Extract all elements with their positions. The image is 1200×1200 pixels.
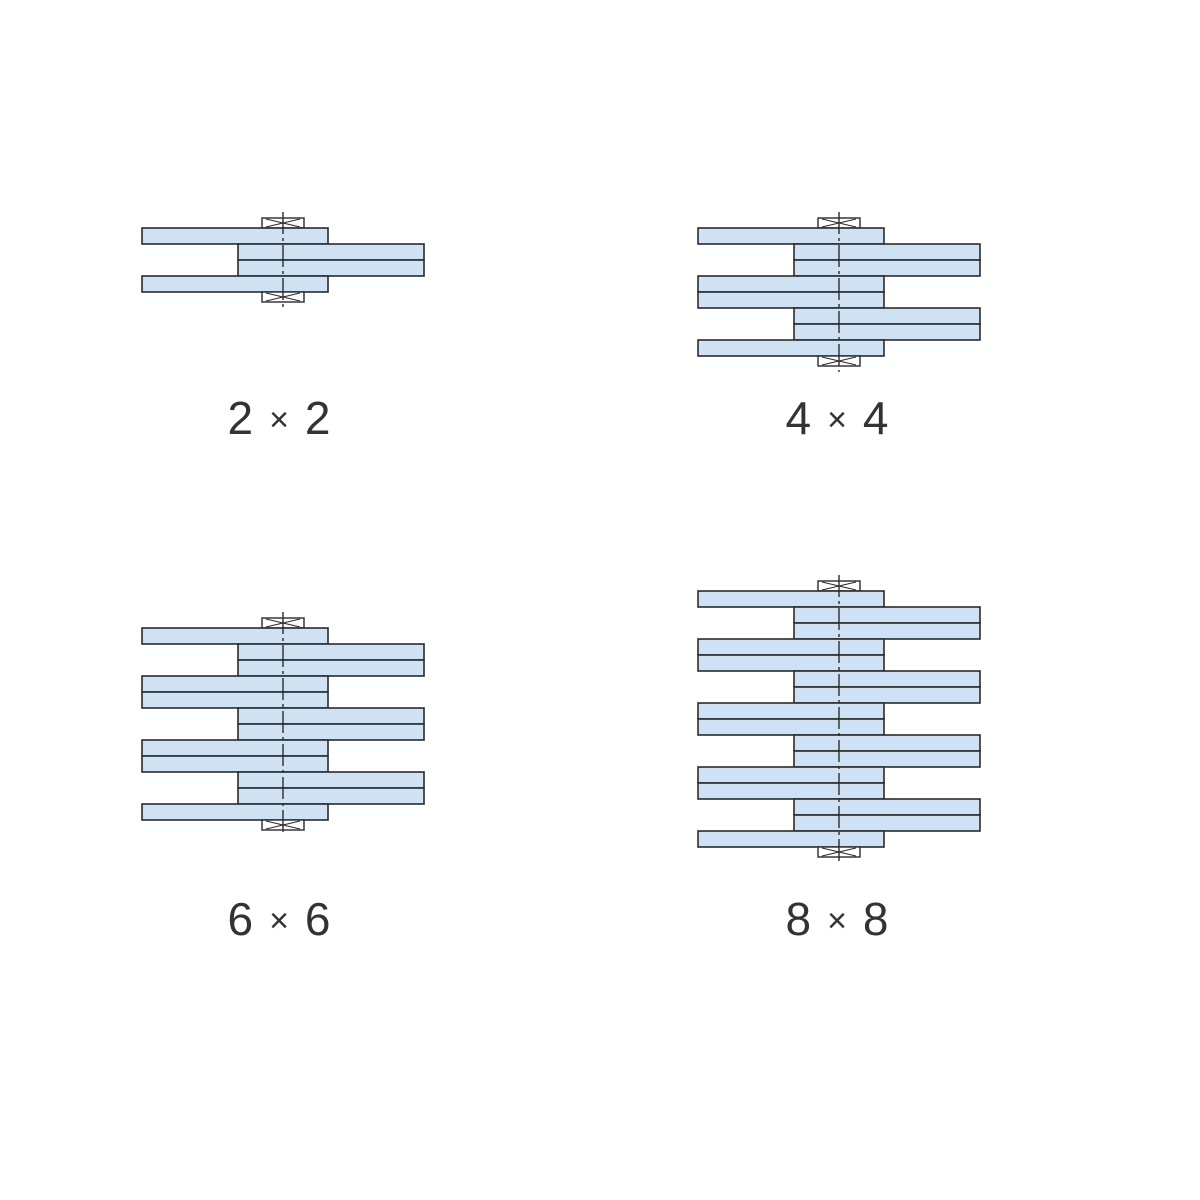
caption-2x2-a: 2 <box>227 392 256 444</box>
link-plate-left <box>141 227 329 245</box>
caption-8x8: 8 × 8 <box>718 896 958 942</box>
link-plate-left <box>697 654 885 672</box>
chain-links-4x4 <box>697 212 981 372</box>
link-plate-left <box>141 675 329 693</box>
caption-4x4-a: 4 <box>785 392 814 444</box>
caption-8x8-b: 8 <box>862 893 891 945</box>
chain-diagram-4x4 <box>696 180 1096 400</box>
link-plate-right <box>793 243 981 261</box>
link-plate-left <box>697 590 885 608</box>
link-plate-right <box>237 259 425 277</box>
link-plate-left <box>697 227 885 245</box>
link-plate-left <box>141 627 329 645</box>
link-plate-left <box>697 782 885 800</box>
link-plate-left <box>141 739 329 757</box>
chain-links-6x6 <box>141 612 425 836</box>
link-plate-right <box>237 787 425 805</box>
link-plate-right <box>793 307 981 325</box>
link-plate-right <box>793 606 981 624</box>
link-plate-left <box>697 766 885 784</box>
caption-4x4: 4 × 4 <box>718 395 958 441</box>
link-plate-left <box>697 291 885 309</box>
link-plate-left <box>697 830 885 848</box>
link-plate-right <box>237 723 425 741</box>
link-plate-left <box>697 638 885 656</box>
caption-2x2: 2 × 2 <box>160 395 400 441</box>
link-plate-left <box>697 339 885 357</box>
chain-diagram-6x6 <box>140 580 540 836</box>
link-plate-right <box>793 670 981 688</box>
times-symbol: × <box>827 902 849 940</box>
link-plate-left <box>697 275 885 293</box>
chain-diagram-8x8 <box>696 543 1096 863</box>
link-plate-right <box>237 243 425 261</box>
link-plate-right <box>793 814 981 832</box>
caption-6x6-a: 6 <box>227 893 256 945</box>
caption-6x6-b: 6 <box>304 893 333 945</box>
link-plate-right <box>793 798 981 816</box>
caption-8x8-a: 8 <box>785 893 814 945</box>
link-plate-left <box>697 718 885 736</box>
times-symbol: × <box>269 902 291 940</box>
link-plate-right <box>793 323 981 341</box>
caption-6x6: 6 × 6 <box>160 896 400 942</box>
link-plate-right <box>793 622 981 640</box>
link-plate-right <box>237 659 425 677</box>
caption-4x4-b: 4 <box>862 392 891 444</box>
link-plate-left <box>141 755 329 773</box>
link-plate-left <box>141 803 329 821</box>
link-plate-right <box>237 771 425 789</box>
chain-links-8x8 <box>697 575 981 863</box>
link-plate-left <box>697 702 885 720</box>
link-plate-right <box>793 750 981 768</box>
times-symbol: × <box>827 401 849 439</box>
chain-links-2x2 <box>141 212 425 308</box>
link-plate-right <box>237 707 425 725</box>
times-symbol: × <box>269 401 291 439</box>
link-plate-right <box>237 643 425 661</box>
chain-diagram-2x2 <box>140 180 540 400</box>
link-plate-left <box>141 691 329 709</box>
link-plate-left <box>141 275 329 293</box>
link-plate-right <box>793 686 981 704</box>
caption-2x2-b: 2 <box>304 392 333 444</box>
link-plate-right <box>793 734 981 752</box>
link-plate-right <box>793 259 981 277</box>
